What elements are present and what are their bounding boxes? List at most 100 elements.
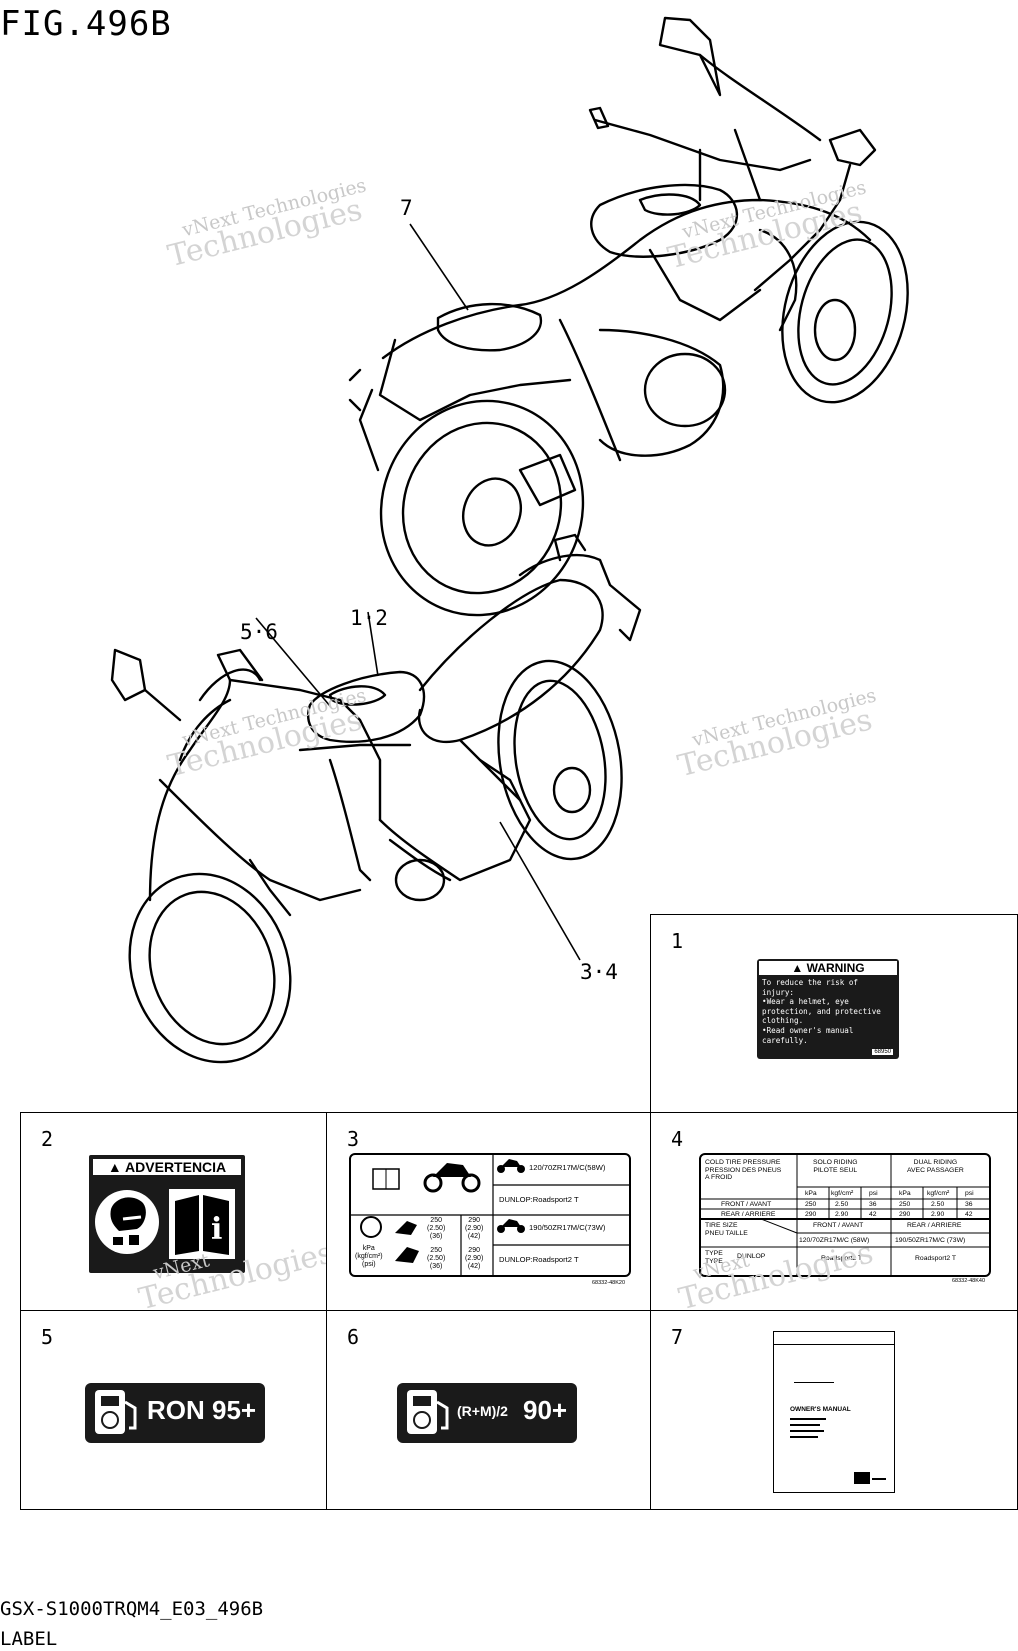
value: 42 (869, 1211, 877, 1218)
cell-number: 6 (347, 1325, 360, 1349)
callout-7: 7 (400, 196, 413, 220)
callout-5-6: 5·6 (240, 620, 278, 644)
solo-riding-heading: SOLO RIDING PILOTE SEUL (813, 1159, 858, 1174)
rider-solo-icon (395, 1221, 417, 1235)
front-view-motorcycle (110, 533, 642, 1064)
label-code: 68950 (872, 1049, 893, 1055)
unit-kpa: kPa (805, 1190, 817, 1197)
solo-front-pressure: 250 (2.50) (36) (427, 1217, 446, 1240)
callout-1-2: 1·2 (350, 606, 388, 630)
tire-size-front: 120/70ZR17M/C(58W) (529, 1163, 606, 1172)
small-motorcycle-icon (497, 1159, 525, 1173)
dual-rear-pressure: 290 (2.90) (42) (465, 1247, 484, 1270)
manual-line (794, 1382, 834, 1383)
octane-value: 90+ (523, 1395, 568, 1425)
value: 290 (805, 1211, 817, 1218)
label-cell-5: 5 RON 95+ (20, 1310, 328, 1510)
manual-icon (372, 1168, 400, 1190)
dual-front-pressure: 250 (2.50) (36) (427, 1247, 446, 1270)
unit-psi: psi (869, 1190, 878, 1197)
motorcycle-illustrations (110, 16, 909, 1064)
callout-3-4: 3·4 (580, 960, 618, 984)
figure-title: FIG.496B (0, 4, 172, 44)
owners-manual-booklet: OWNER'S MANUAL (773, 1331, 895, 1493)
warning-label: ▲ WARNING To reduce the risk of injury: … (757, 959, 899, 1059)
leader-lines (255, 223, 581, 961)
rider-dual-icon (395, 1247, 419, 1263)
label-cell-6: 6 (R+M)/2 90+ (326, 1310, 652, 1510)
tire-size-rear: 190/50ZR17M/C(73W) (529, 1223, 606, 1232)
cell-number: 5 (41, 1325, 54, 1349)
unit-kgf: kgf/cm² (831, 1190, 854, 1197)
warning-heading: WARNING (806, 961, 865, 975)
rear-heading: REAR / ARRIERE (907, 1222, 962, 1229)
tire-pressure-label: 120/70ZR17M/C(58W) DUNLOP:Roadsport2 T 1… (349, 1153, 631, 1286)
type-heading: TYPE TYPE (705, 1250, 723, 1265)
label-code: 68332-48K20 (591, 1280, 625, 1286)
unit-kpa: kPa (899, 1190, 911, 1197)
front-heading: FRONT / AVANT (813, 1222, 864, 1229)
unit-psi: psi (965, 1190, 974, 1197)
manual-line (790, 1430, 824, 1432)
footer-section-name: LABEL (0, 1628, 58, 1650)
value: 250 (899, 1201, 911, 1208)
manual-line (790, 1418, 826, 1420)
brand-logo-icon (854, 1472, 870, 1484)
label-code: 68332-48K40 (951, 1277, 985, 1284)
fuel-pump-icon (95, 1390, 137, 1434)
brand: DUNLOP (737, 1253, 766, 1260)
tire-size-heading: TIRE SIZE PNEU TAILLE (705, 1222, 748, 1237)
advertencia-heading: ▲ ADVERTENCIA (93, 1159, 241, 1175)
manual-top-band (774, 1332, 894, 1345)
manual-line (790, 1424, 820, 1426)
manual-line (872, 1478, 886, 1480)
front-label: FRONT / AVANT (721, 1201, 772, 1208)
label-cell-4: 4 COLD TIRE PRESSURE PRESSION DES PNEUS … (650, 1112, 1018, 1317)
value: 36 (965, 1201, 973, 1208)
cell-number: 2 (41, 1127, 54, 1151)
helmet-and-manual-icon: i (95, 1189, 235, 1259)
dual-riding-heading: DUAL RIDING AVEC PASSAGER (907, 1159, 964, 1174)
value: 42 (965, 1211, 973, 1218)
label-cell-3: 3 (326, 1112, 652, 1312)
motorcycle-icon (423, 1163, 481, 1193)
small-motorcycle-icon (497, 1219, 525, 1233)
manual-title: OWNER'S MANUAL (790, 1406, 851, 1413)
cell-number: 1 (671, 929, 684, 953)
label-cell-7: 7 OWNER'S MANUAL (650, 1310, 1018, 1510)
size-rear: 190/50ZR17M/C (73W) (895, 1237, 966, 1244)
value: 2.90 (931, 1211, 945, 1218)
tire-brand-front: DUNLOP:Roadsport2 T (499, 1195, 579, 1204)
cell-number: 4 (671, 1127, 684, 1151)
footer-model-code: GSX-S1000TRQM4_E03_496B (0, 1598, 264, 1620)
fuel-label-ron: RON 95+ (85, 1383, 265, 1443)
cell-number: 7 (671, 1325, 684, 1349)
rear-label: REAR / ARRIERE (721, 1211, 776, 1218)
ron-text: RON 95+ (147, 1395, 257, 1425)
cell-number: 3 (347, 1127, 360, 1151)
tire-brand-rear: DUNLOP:Roadsport2 T (499, 1255, 579, 1264)
rear-view-motorcycle (348, 16, 909, 617)
value: 2.90 (835, 1211, 849, 1218)
tire-label-lines (351, 1155, 629, 1275)
cold-tire-heading: COLD TIRE PRESSURE PRESSION DES PNEUS A … (705, 1159, 782, 1181)
warning-text: To reduce the risk of injury: •Wear a he… (762, 978, 881, 1045)
octane-formula: (R+M)/2 (457, 1403, 508, 1419)
fuel-label-octane: (R+M)/2 90+ (397, 1383, 577, 1443)
type-front: Roadsport2 T (821, 1255, 863, 1262)
pressure-units: kPa (kgf/cm²) (psi) (355, 1245, 383, 1268)
value: 290 (899, 1211, 911, 1218)
type-rear: Roadsport2 T (915, 1255, 957, 1262)
tire-info-grid (701, 1155, 989, 1275)
warning-triangle-icon: ▲ (791, 961, 804, 975)
manual-line (790, 1436, 818, 1438)
size-front: 120/70ZR17M/C (58W) (799, 1237, 870, 1244)
unit-kgf: kgf/cm² (927, 1190, 950, 1197)
value: 36 (869, 1201, 877, 1208)
warning-triangle-icon: ▲ (107, 1159, 122, 1175)
advertencia-label: ▲ ADVERTENCIA i (89, 1155, 245, 1273)
svg-text:i: i (211, 1212, 222, 1247)
value: 2.50 (931, 1201, 945, 1208)
value: 250 (805, 1201, 817, 1208)
